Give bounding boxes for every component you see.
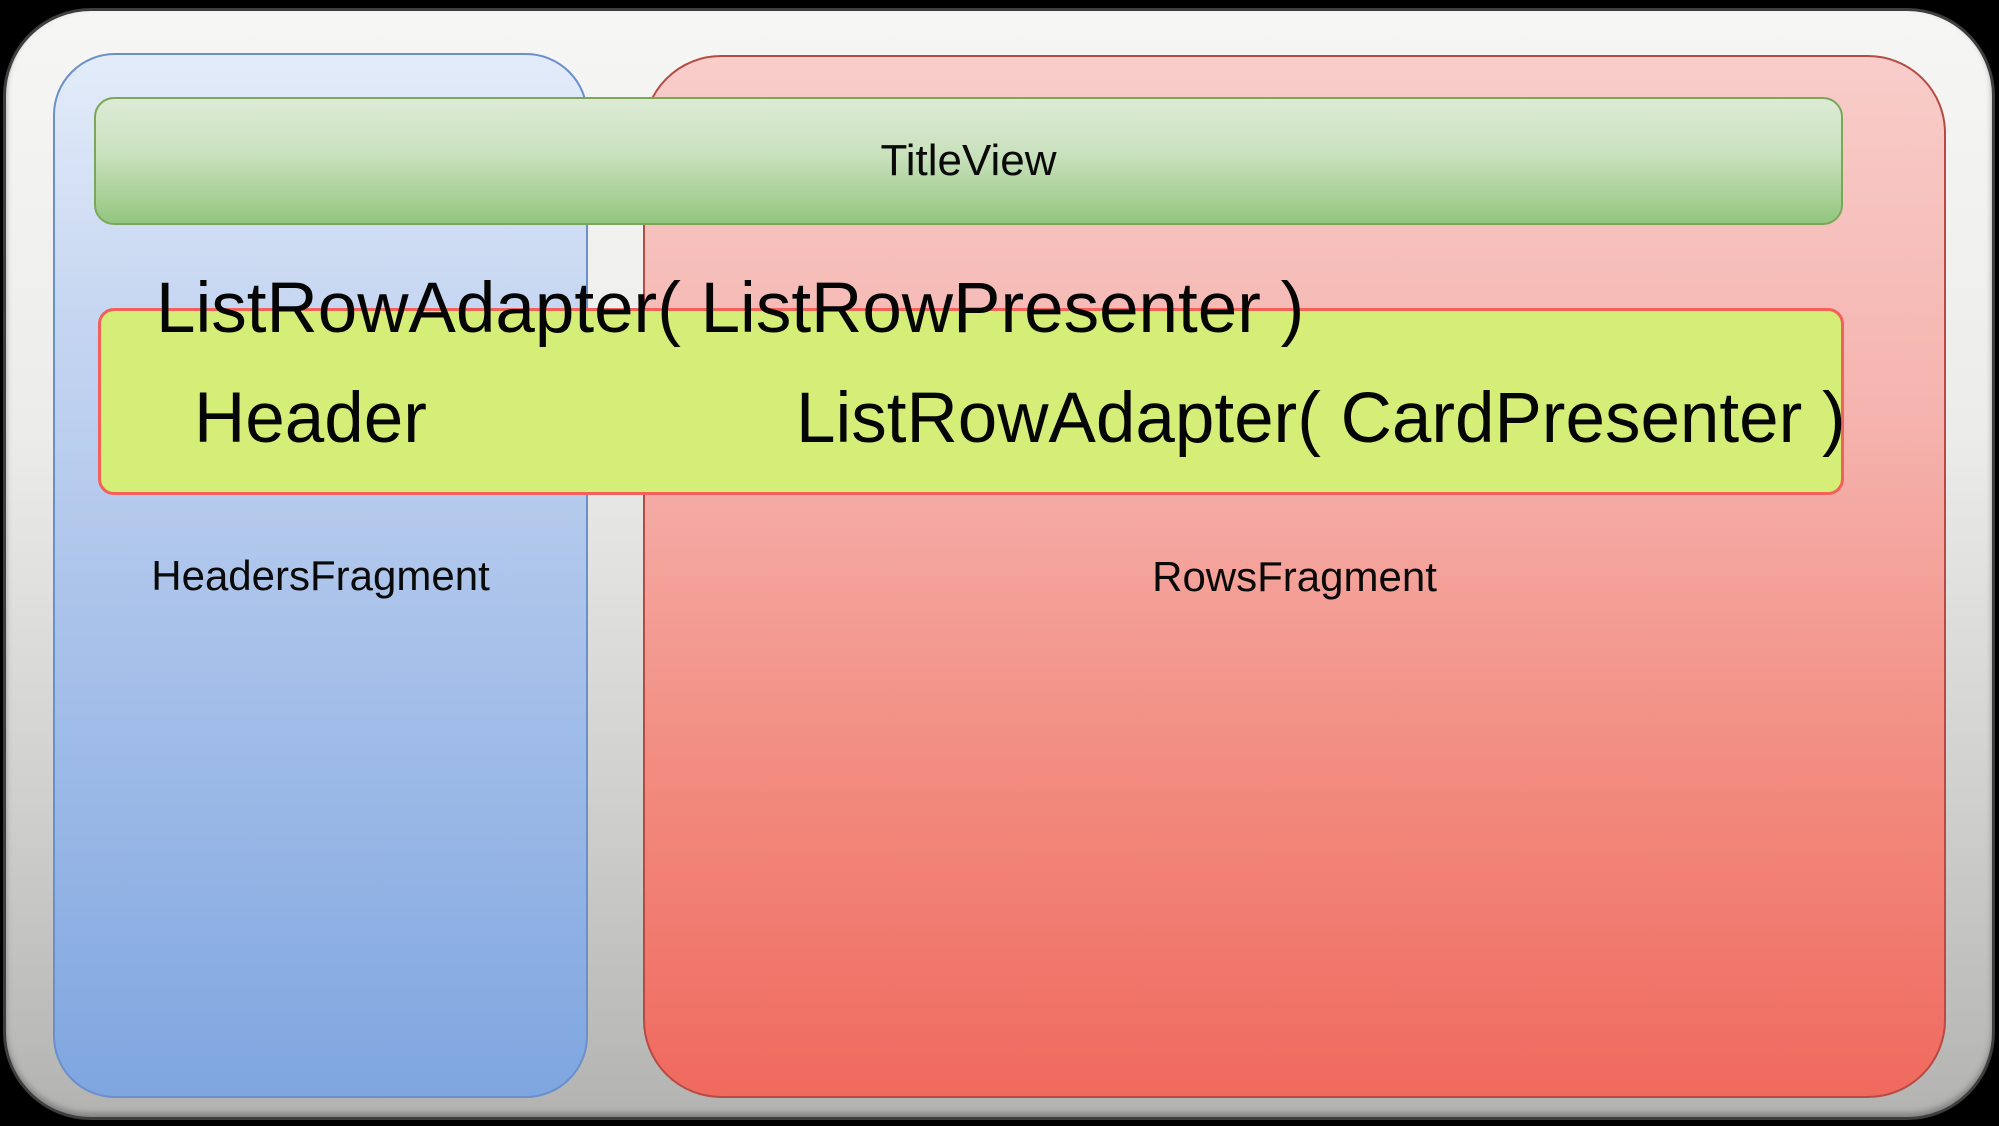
headers-fragment-box: HeadersFragment (53, 53, 588, 1098)
browse-fragment-frame: HeadersFragment RowsFragment TitleView L… (3, 8, 1995, 1120)
list-row-box (98, 308, 1844, 495)
list-row-adapter-caption: ListRowAdapter( ListRowPresenter ) (156, 269, 1305, 348)
title-view-label: TitleView (880, 136, 1057, 185)
title-view-bar: TitleView (94, 97, 1843, 225)
headers-fragment-label: HeadersFragment (151, 551, 490, 599)
list-row-card-adapter-label: ListRowAdapter( CardPresenter ) (796, 379, 1846, 458)
list-row-header-label: Header (194, 379, 427, 458)
rows-fragment-box: RowsFragment (643, 55, 1946, 1098)
rows-fragment-label: RowsFragment (1152, 552, 1437, 600)
